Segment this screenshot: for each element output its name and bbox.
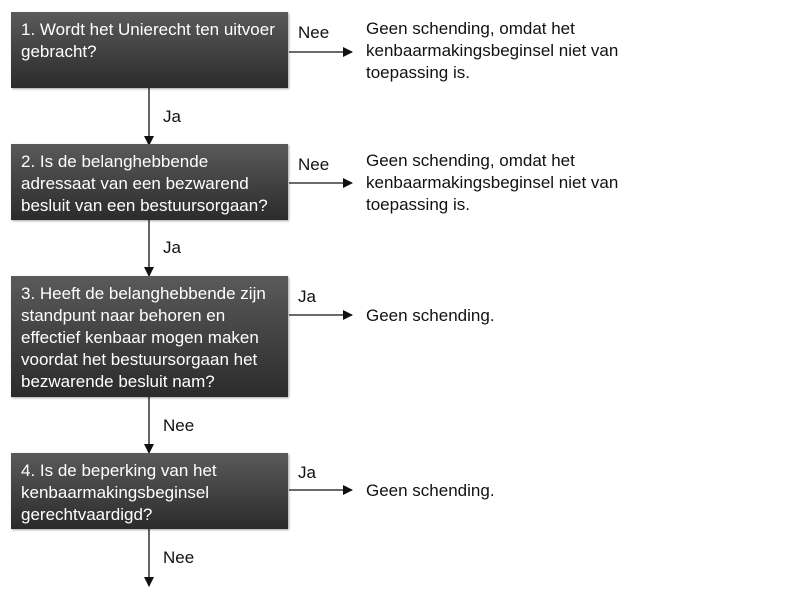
side-label-4: Ja <box>298 463 316 482</box>
question-text-2: 2. Is de belanghebbende adressaat van ee… <box>21 152 268 215</box>
result-text-2: Geen schending, omdat het kenbaarmakings… <box>366 151 619 214</box>
down-label-4: Nee <box>163 548 195 567</box>
question-box-3: 3. Heeft de belanghebbende zijn standpun… <box>11 276 288 397</box>
side-label-1: Nee <box>298 23 330 42</box>
result-text-3: Geen schending. <box>366 306 495 325</box>
side-label-2: Nee <box>298 155 330 174</box>
question-text-3: 3. Heeft de belanghebbende zijn standpun… <box>21 284 266 391</box>
down-label-3: Nee <box>163 416 195 435</box>
result-text-4: Geen schending. <box>366 481 495 500</box>
side-label-3: Ja <box>298 287 316 306</box>
question-box-1: 1. Wordt het Unierecht ten uitvoer gebra… <box>11 12 288 88</box>
question-box-2: 2. Is de belanghebbende adressaat van ee… <box>11 144 288 220</box>
question-box-4: 4. Is de beperking van het kenbaarmaking… <box>11 453 288 529</box>
question-text-1: 1. Wordt het Unierecht ten uitvoer gebra… <box>21 20 275 61</box>
down-label-1: Ja <box>163 107 181 126</box>
result-text-1: Geen schending, omdat het kenbaarmakings… <box>366 19 619 82</box>
question-text-4: 4. Is de beperking van het kenbaarmaking… <box>21 461 217 524</box>
down-label-2: Ja <box>163 238 181 257</box>
